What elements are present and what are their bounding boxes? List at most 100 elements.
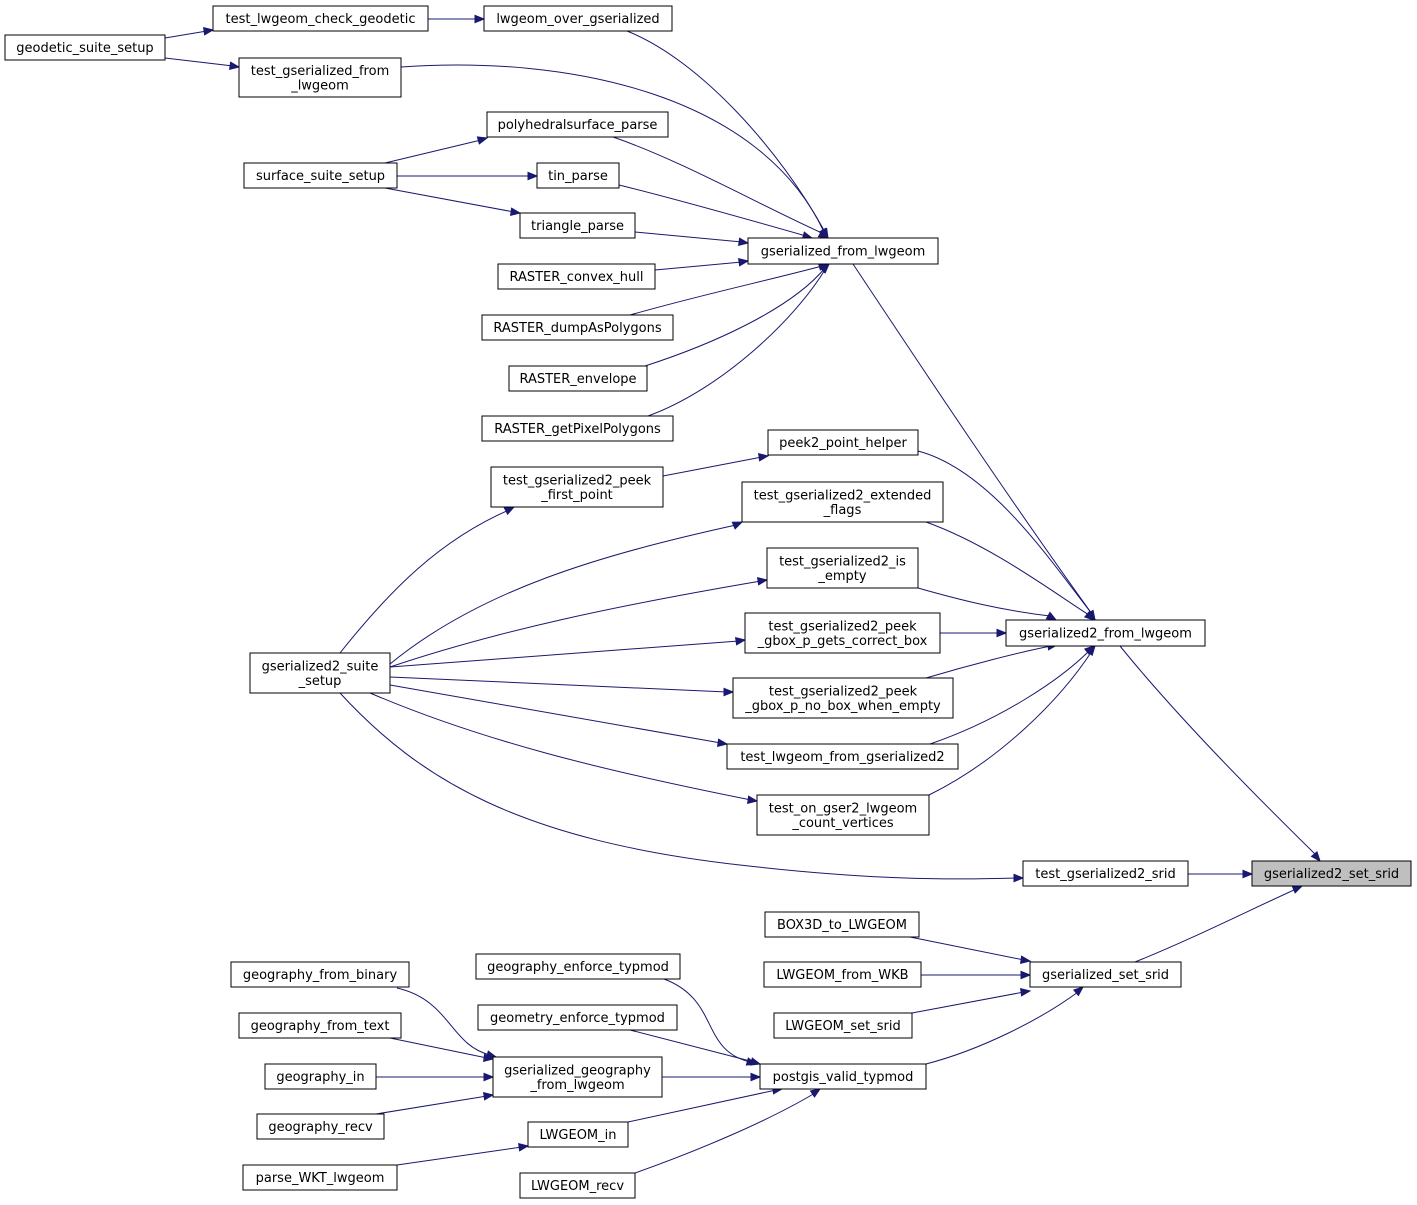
node-gserialized-from-lwgeom[interactable]: gserialized_from_lwgeom [747,237,939,265]
node-geography-from-binary[interactable]: geography_from_binary [230,961,410,988]
node-box [492,1056,663,1098]
arrowhead [1291,885,1304,894]
node-raster-convex-hull[interactable]: RASTER_convex_hull [497,263,656,290]
node-geography-from-text[interactable]: geography_from_text [238,1012,402,1039]
node-label: test_on_gser2_lwgeom [769,801,917,816]
call-edge-line [925,645,1052,679]
node-box [490,466,664,508]
node-label: geography_from_text [251,1019,390,1034]
call-edge [389,577,769,668]
call-edge [396,1143,530,1166]
node-test-gserialized2-peek-first-point[interactable]: test_gserialized2_peek_first_point [490,466,664,508]
node-test-gserialized2-peek-gbox-correct[interactable]: test_gserialized2_peek_gbox_p_gets_corre… [744,612,941,654]
node-postgis-valid-typmod[interactable]: postgis_valid_typmod [759,1063,927,1090]
node-box [508,365,648,392]
call-edge-line [629,1029,755,1063]
call-edge-line [384,187,515,213]
node-box [773,1012,913,1039]
node-geography-in[interactable]: geography_in [264,1063,377,1090]
node-label: geography_recv [268,1120,373,1135]
node-label: test_gserialized2_extended [754,488,932,503]
node-test-on-gser2-lwgeom-count-vertices[interactable]: test_on_gser2_lwgeom_count_vertices [756,794,930,836]
node-label: triangle_parse [531,219,624,234]
call-edge-line [627,1089,777,1123]
call-edge-line [925,521,1090,616]
node-label: geometry_enforce_typmod [490,1011,665,1026]
node-geodetic-suite-setup[interactable]: geodetic_suite_setup [4,34,166,61]
call-edge-line [384,139,482,164]
node-gserialized2-set-srid[interactable]: gserialized2_set_srid [1251,860,1412,887]
node-label: RASTER_dumpAsPolygons [493,321,661,336]
node-parse-wkt-lwgeom[interactable]: parse_WKT_lwgeom [242,1164,398,1191]
arrowhead [757,577,769,586]
call-edge [654,258,750,271]
node-box [741,481,944,523]
node-geometry-enforce-typmod[interactable]: geometry_enforce_typmod [477,1004,678,1031]
node-test-gserialized2-extended-flags[interactable]: test_gserialized2_extended_flags [741,481,944,523]
call-edge [384,187,522,216]
node-lwgeom-set-srid[interactable]: LWGEOM_set_srid [773,1012,913,1039]
node-box [475,953,681,980]
node-test-gserialized-from-lwgeom[interactable]: test_gserialized_from_lwgeom [238,57,402,98]
node-peek2-point-helper[interactable]: peek2_point_helper [767,429,919,456]
node-triangle-parse[interactable]: triangle_parse [519,212,636,239]
node-lwgeom-in[interactable]: LWGEOM_in [527,1121,629,1148]
node-gserialized2-suite-setup[interactable]: gserialized2_suite_setup [249,652,391,694]
node-raster-dumpaspolygons[interactable]: RASTER_dumpAsPolygons [481,314,674,341]
arrowhead [1242,869,1254,879]
call-edge [389,1037,495,1062]
call-edge [339,692,1025,883]
node-raster-getpixelpolygons[interactable]: RASTER_getPixelPolygons [481,415,674,442]
call-edge [164,27,215,39]
arrowhead [510,207,522,216]
node-box [1005,619,1206,647]
node-test-gserialized2-peek-gbox-no-box[interactable]: test_gserialized2_peek_gbox_p_no_box_whe… [732,677,954,719]
call-edge [911,988,1032,1014]
node-tin-parse[interactable]: tin_parse [536,162,620,189]
node-polyhedralsurface-parse[interactable]: polyhedralsurface_parse [486,111,669,138]
node-test-lwgeom-check-geodetic[interactable]: test_lwgeom_check_geodetic [212,5,429,32]
node-label: lwgeom_over_gserialized [496,12,659,27]
node-test-gserialized2-srid[interactable]: test_gserialized2_srid [1022,860,1189,887]
node-label: _from_lwgeom [529,1078,624,1093]
node-lwgeom-from-wkb[interactable]: LWGEOM_from_WKB [763,961,922,988]
node-box [483,5,673,32]
node-lwgeom-over-gserialized[interactable]: lwgeom_over_gserialized [483,5,673,32]
node-surface-suite-setup[interactable]: surface_suite_setup [243,162,398,189]
node-gserialized-set-srid[interactable]: gserialized_set_srid [1029,961,1182,988]
call-edge [921,970,1032,980]
arrowhead [1020,988,1032,997]
arrowhead [723,687,735,697]
node-label: geography_enforce_typmod [487,960,669,975]
call-edge [634,231,750,246]
node-raster-envelope[interactable]: RASTER_envelope [508,365,648,392]
node-geography-enforce-typmod[interactable]: geography_enforce_typmod [475,953,681,980]
arrowhead [1045,611,1058,621]
node-box [744,612,941,654]
node-box3d-to-lwgeom[interactable]: BOX3D_to_LWGEOM [764,911,920,938]
node-box [536,162,620,189]
call-edge-line [339,692,1018,880]
node-label: gserialized2_from_lwgeom [1019,627,1192,642]
arrowhead [474,14,486,24]
call-edge [928,644,1096,796]
call-edge [662,1072,762,1082]
call-nodes: geodetic_suite_setup test_lwgeom_check_ge… [4,5,1412,1199]
node-label: _lwgeom [290,78,349,93]
call-edge-line [917,450,1093,615]
node-label: test_gserialized_from [251,64,389,79]
node-geography-recv[interactable]: geography_recv [256,1113,385,1140]
node-lwgeom-recv[interactable]: LWGEOM_recv [519,1172,636,1199]
node-box [1029,961,1182,988]
node-gserialized-geography-from-lwgeom[interactable]: gserialized_geography_from_lwgeom [492,1056,663,1098]
node-test-gserialized2-is-empty[interactable]: test_gserialized2_is_empty [766,547,919,589]
call-edge-line [634,231,743,243]
node-test-lwgeom-from-gserialized2[interactable]: test_lwgeom_from_gserialized2 [726,743,959,770]
node-label: _flags [823,503,862,518]
call-edge-line [852,263,1093,615]
node-label: RASTER_getPixelPolygons [494,422,661,437]
call-edge-line [389,684,722,744]
node-label: test_lwgeom_check_geodetic [226,12,416,27]
arrowhead [229,61,241,70]
node-gserialized2-from-lwgeom[interactable]: gserialized2_from_lwgeom [1005,619,1206,647]
